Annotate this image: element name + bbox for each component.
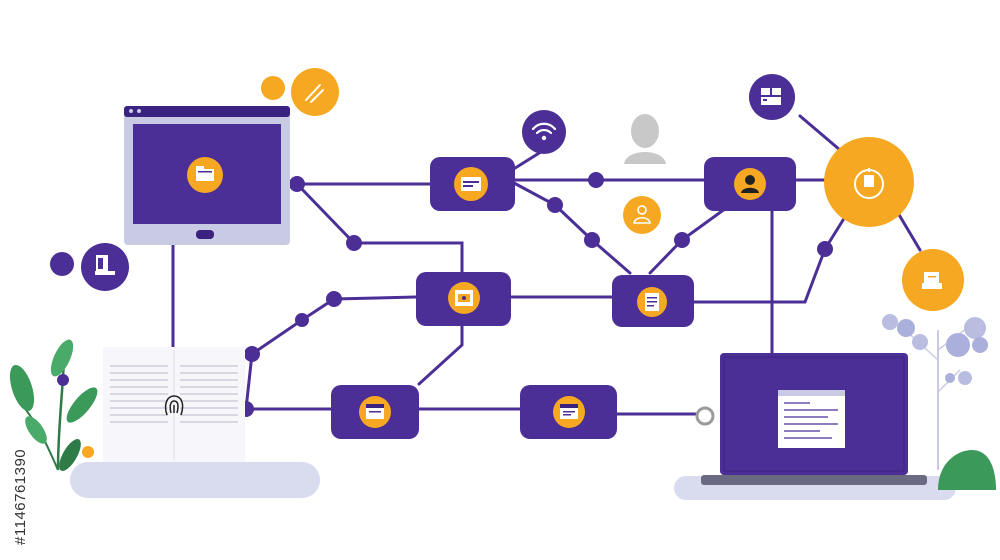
node-card-bottom-right — [520, 385, 617, 439]
ground-left — [70, 462, 320, 498]
document-icon — [645, 293, 659, 311]
user-badge-bubble — [623, 196, 661, 234]
user-silhouette — [624, 114, 666, 164]
orange-dot-plant — [82, 446, 94, 458]
wifi-bubble — [522, 110, 566, 154]
plant-right — [882, 314, 996, 490]
pen-bubble — [291, 68, 339, 116]
node-card-top — [430, 157, 515, 211]
endpoint-ring — [695, 406, 715, 426]
purple-dot-plant — [57, 374, 69, 386]
stock-id-label: #1146761390 — [12, 448, 29, 545]
document-icon — [95, 255, 115, 275]
node-doc-middle — [612, 275, 694, 327]
connection-lines — [171, 114, 922, 416]
window-icon — [560, 404, 578, 419]
printer-icon — [455, 290, 473, 306]
timer-icon — [854, 168, 884, 199]
server-bubble — [749, 74, 795, 120]
folder-icon — [196, 166, 214, 181]
user-icon — [633, 205, 651, 224]
card-icon — [461, 177, 481, 191]
plant-left — [9, 339, 98, 471]
laptop-device — [701, 353, 927, 485]
purple-dot-left — [50, 252, 74, 276]
node-printer — [416, 272, 511, 326]
pen-icon — [305, 84, 324, 103]
stock-id-text: #1146761390 — [10, 330, 29, 550]
fingerprint-icon — [164, 395, 184, 416]
timer-bubble — [824, 137, 914, 227]
wifi-icon — [531, 122, 557, 135]
document-icon — [922, 272, 942, 289]
node-user — [704, 157, 796, 211]
node-card-bottom-left — [331, 385, 419, 439]
orange-dot-small — [261, 76, 285, 100]
doc-bubble-right — [902, 249, 964, 311]
server-icon — [761, 88, 781, 105]
tablet-device — [124, 106, 290, 245]
user-icon — [741, 175, 759, 193]
window-icon — [778, 390, 845, 448]
window-icon — [366, 404, 384, 419]
open-book — [103, 347, 245, 462]
document-bubble — [81, 243, 129, 291]
